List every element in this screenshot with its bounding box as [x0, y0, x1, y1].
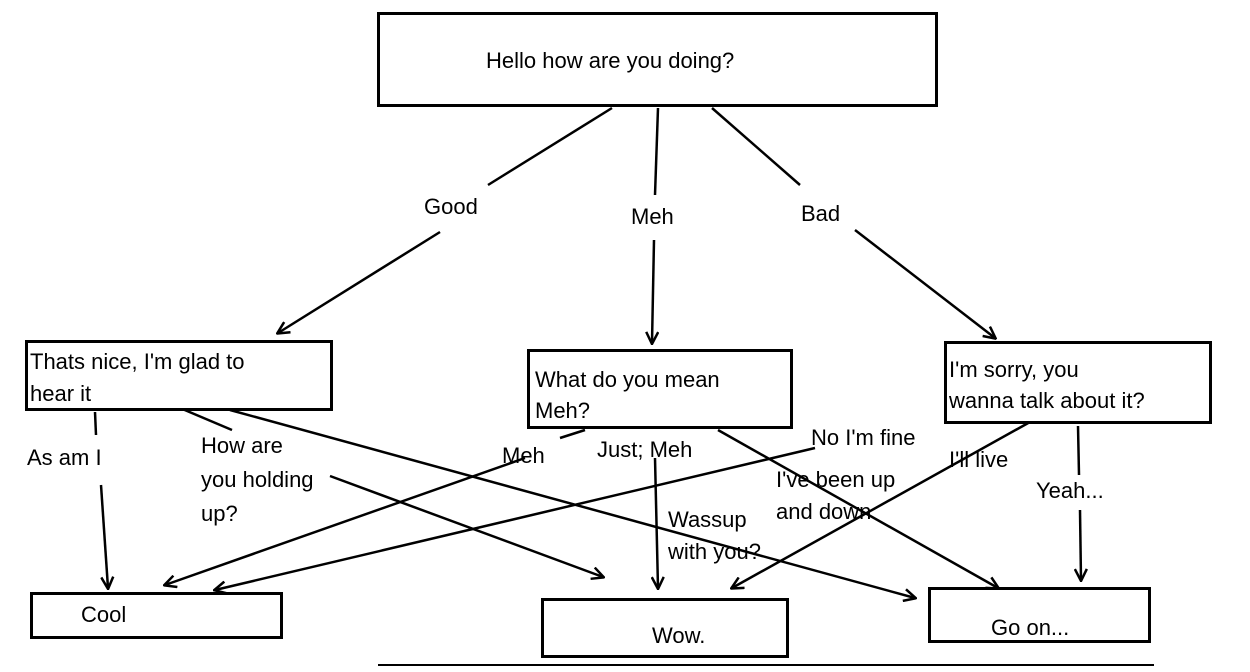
label-meh: Meh — [631, 204, 674, 229]
good-reply-line-1: Thats nice, I'm glad to — [30, 349, 245, 374]
edge-good-cool-upper — [93, 411, 98, 436]
edge-meh-cool-a — [559, 428, 586, 440]
label-how-are-line-2: you holding — [201, 467, 314, 492]
bad-reply-box: I'm sorry, you wanna talk about it? — [944, 341, 1212, 424]
edge-bad-cool-b — [215, 446, 816, 590]
label-good: Good — [424, 194, 478, 219]
root-question-box: Hello how are you doing? — [377, 12, 938, 107]
meh-reply-box: What do you mean Meh? — [527, 349, 793, 429]
edge-good-wow-a — [179, 406, 233, 432]
meh-reply-line-2: Meh? — [535, 398, 591, 423]
label-just-meh: Just; Meh — [597, 437, 693, 462]
edge-root-bad-upper — [711, 107, 801, 186]
wow-box: Wow. — [541, 598, 789, 658]
label-been-up-line-2: and down — [776, 499, 872, 524]
bottom-rule — [378, 664, 1154, 666]
label-as-am-i: As am I — [27, 445, 102, 470]
wow-text: Wow. — [652, 623, 706, 648]
bad-reply-line-1: I'm sorry, you — [949, 357, 1079, 382]
good-reply-box: Thats nice, I'm glad to hear it — [25, 340, 333, 411]
edge-meh-wow — [655, 457, 658, 588]
meh-reply-line-1: What do you mean — [535, 367, 720, 392]
edge-good-goon — [229, 408, 915, 598]
label-wassup-line-1: Wassup — [668, 507, 747, 532]
bad-reply-line-2: wanna talk about it? — [949, 388, 1145, 413]
edge-bad-wow — [732, 420, 1031, 588]
label-ill-live: I'll live — [949, 447, 1009, 472]
edge-good-wow-b — [329, 474, 603, 577]
edge-root-bad-lower — [854, 229, 995, 338]
go-on-box: Go on... — [928, 587, 1151, 643]
label-bad: Bad — [801, 201, 841, 226]
edge-bad-goon-b — [1080, 509, 1081, 580]
root-question-text: Hello how are you doing? — [486, 48, 735, 73]
cool-text: Cool — [81, 602, 127, 627]
edge-root-good-lower — [278, 230, 441, 333]
label-how-are-line-1: How are — [201, 433, 283, 458]
edge-root-meh-lower — [652, 239, 654, 343]
cool-box: Cool — [30, 592, 283, 639]
edge-good-cool-lower — [99, 484, 108, 588]
edge-root-good-upper — [487, 106, 613, 187]
label-meh-again: Meh — [502, 443, 545, 468]
label-been-up-line-1: I've been up — [776, 467, 896, 492]
good-reply-line-2: hear it — [30, 381, 92, 406]
go-on-text: Go on... — [991, 615, 1070, 640]
edge-meh-goon — [717, 428, 998, 588]
label-how-are-line-3: up? — [201, 501, 238, 526]
label-no-im-fine: No I'm fine — [811, 425, 916, 450]
label-wassup-line-2: with you? — [668, 539, 761, 564]
label-yeah: Yeah... — [1036, 478, 1104, 503]
edge-meh-cool-b — [165, 456, 526, 585]
edge-bad-goon-a — [1076, 425, 1081, 476]
edge-root-meh-upper — [653, 107, 660, 196]
